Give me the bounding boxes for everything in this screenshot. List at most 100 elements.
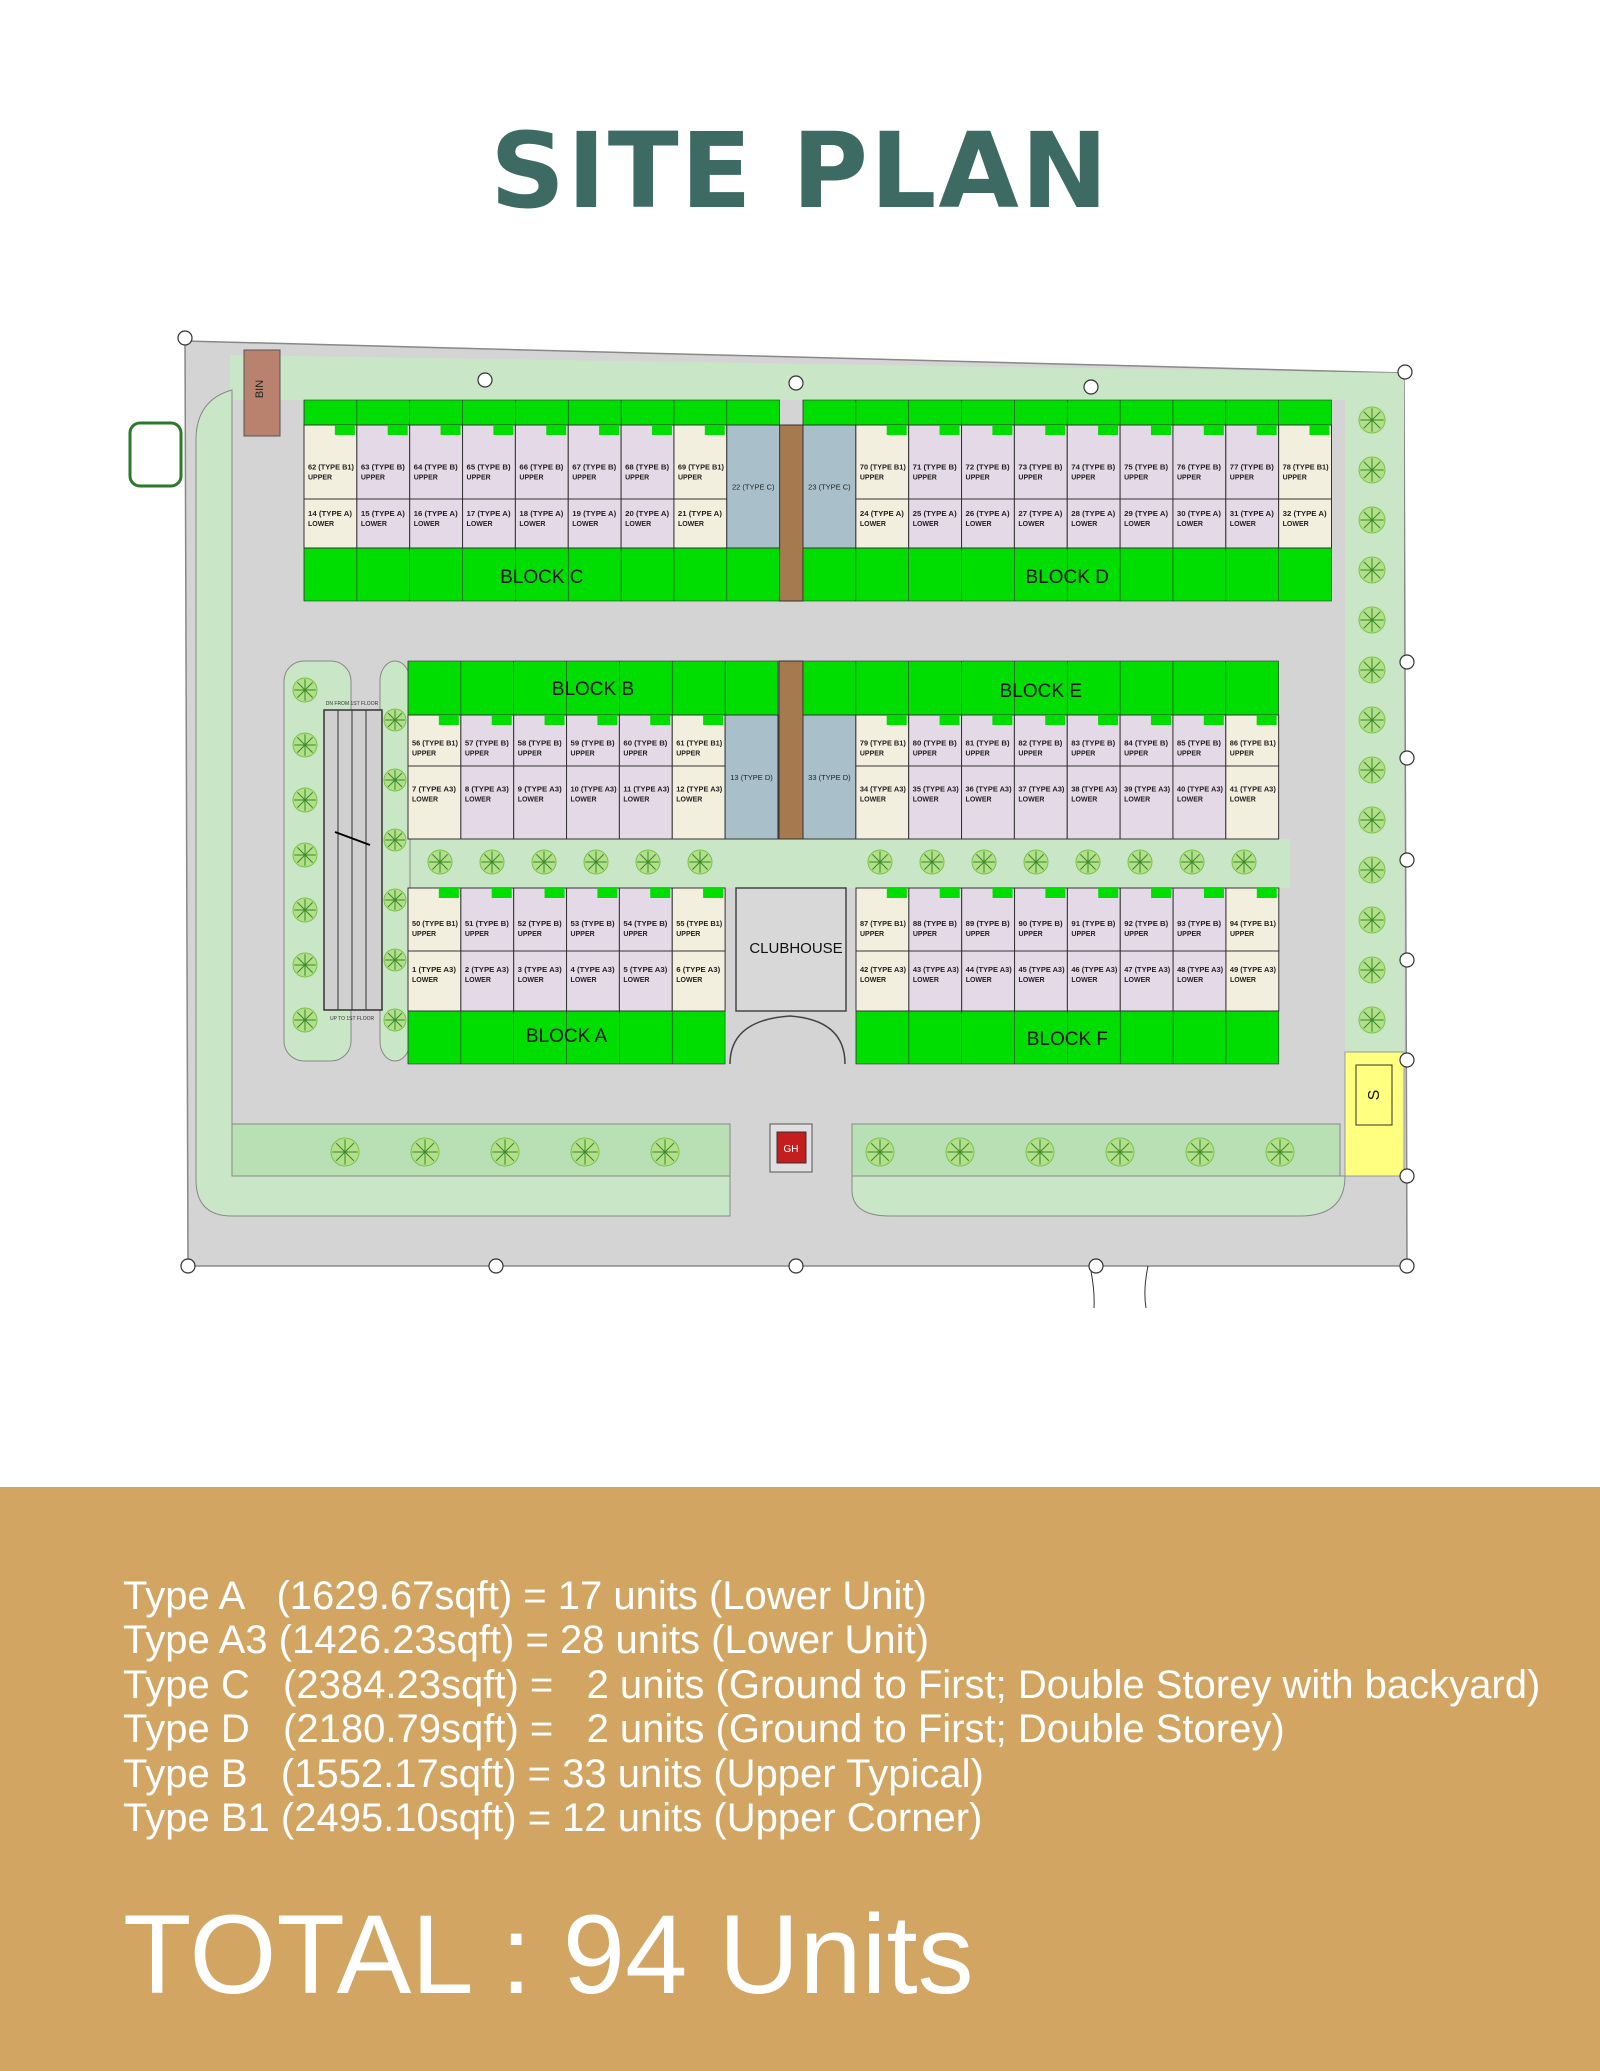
tree-branch <box>588 861 597 870</box>
unit-upper <box>1278 424 1333 500</box>
unit-upper-label: 70 (TYPE B1) <box>860 464 906 471</box>
tree-branch <box>394 839 403 848</box>
tree-icon <box>490 1137 520 1167</box>
tree-branch <box>1035 861 1044 870</box>
unit-upper-label: 83 (TYPE B) <box>1071 741 1115 748</box>
unit-lower-label: 4 (TYPE A3) <box>571 967 615 974</box>
unit-lower-label: 48 (TYPE A3) <box>1177 967 1223 974</box>
unit-upper-label: 62 (TYPE B1) <box>308 464 354 471</box>
tree-icon <box>383 888 407 912</box>
tree-icon <box>1023 849 1049 875</box>
unit-upper-level: UPPER <box>1019 931 1043 938</box>
unit-lower-label: 21 (TYPE A) <box>678 511 722 518</box>
tree-branch <box>655 1142 666 1153</box>
tree-branch <box>1371 1019 1381 1029</box>
unit-upper-level: UPPER <box>412 931 436 938</box>
unit-lower-label: 41 (TYPE A3) <box>1230 787 1276 794</box>
unit-upper-level: UPPER <box>623 931 647 938</box>
tree-branch <box>1030 1151 1041 1162</box>
tree-icon <box>479 849 505 875</box>
unit-upper <box>908 887 963 952</box>
unit-notch <box>597 715 618 725</box>
tree-branch <box>432 861 441 870</box>
tree-branch <box>1363 869 1373 879</box>
unit-upper-level: UPPER <box>1230 474 1254 481</box>
tree-branch <box>1236 861 1245 870</box>
trees <box>292 406 1386 1167</box>
unit-upper-level: UPPER <box>1124 931 1148 938</box>
unit-lower <box>1066 498 1121 549</box>
unit-lower-level: LOWER <box>465 797 491 804</box>
tree-icon <box>1358 856 1386 884</box>
tree-icon <box>1185 1137 1215 1167</box>
tree-branch <box>304 902 313 911</box>
survey-marker-icon <box>1399 852 1415 868</box>
tree-icon <box>292 842 318 868</box>
tree-branch <box>1190 1142 1201 1153</box>
unit-upper <box>618 887 673 952</box>
tree-branch <box>387 952 396 961</box>
tree-branch <box>1243 854 1252 863</box>
unit-lower-level: LOWER <box>860 977 886 984</box>
unit-upper-label: 59 (TYPE B) <box>571 741 615 748</box>
unit-lower-label: 47 (TYPE A3) <box>1124 967 1170 974</box>
unit-upper <box>855 424 910 500</box>
unit-notch <box>992 715 1013 725</box>
unit-type-d <box>802 714 857 840</box>
tree-icon <box>1231 849 1257 875</box>
unit-notch <box>939 715 960 725</box>
unit-notch <box>491 715 512 725</box>
tree-branch <box>387 839 396 848</box>
unit-lower-label: 29 (TYPE A) <box>1124 511 1168 518</box>
unit-notch <box>1203 715 1224 725</box>
tree-branch <box>1363 969 1373 979</box>
unit-lower <box>1225 950 1280 1012</box>
tree-icon <box>1358 756 1386 784</box>
unit-lower-label: 46 (TYPE A3) <box>1071 967 1117 974</box>
unit-upper-level: UPPER <box>518 931 542 938</box>
unit-upper-label: 77 (TYPE B) <box>1230 464 1274 471</box>
unit-upper <box>908 424 963 500</box>
unit-notch <box>703 888 724 898</box>
tree-branch <box>1363 769 1373 779</box>
unit-notch <box>886 425 907 435</box>
unit-lower-level: LOWER <box>1283 521 1309 528</box>
tree-branch <box>1363 461 1373 471</box>
unit-notch <box>546 425 567 435</box>
tree-branch <box>304 909 313 918</box>
unit-upper-label: 72 (TYPE B) <box>966 464 1010 471</box>
tree-icon <box>1358 556 1386 584</box>
tree-branch <box>1371 719 1381 729</box>
tree-branch <box>1363 611 1373 621</box>
tree-branch <box>394 772 403 781</box>
page-title: SITE PLAN <box>490 110 1110 232</box>
tree-icon <box>292 787 318 813</box>
unit-lower-label: 19 (TYPE A) <box>572 511 616 518</box>
unit-upper-label: 61 (TYPE B1) <box>676 741 722 748</box>
site-plan-map: DN FROM 1ST FLOOR UP TO 1ST FLOOR 62 (TY… <box>128 330 1415 1309</box>
tree-branch <box>692 861 701 870</box>
tree-branch <box>335 1151 346 1162</box>
survey-markers <box>177 330 1415 1274</box>
tree-icon <box>383 828 407 852</box>
unit-lower-level: LOWER <box>966 977 992 984</box>
unit-upper <box>1119 887 1174 952</box>
unit-legend-panel <box>0 1487 1600 2071</box>
tree-branch <box>647 861 656 870</box>
unit-lower-level: LOWER <box>913 521 939 528</box>
unit-notch <box>334 425 355 435</box>
tree-branch <box>415 1142 426 1153</box>
unit-lower-level: LOWER <box>966 797 992 804</box>
tree-branch <box>1371 461 1381 471</box>
unit-lower-label: 9 (TYPE A3) <box>518 787 562 794</box>
unit-lower-label: 37 (TYPE A3) <box>1018 787 1064 794</box>
tree-branch <box>879 1151 890 1162</box>
unit-upper-label: 91 (TYPE B) <box>1071 921 1115 928</box>
unit-lower-label: 32 (TYPE A) <box>1283 511 1327 518</box>
survey-marker-icon <box>1399 750 1415 766</box>
unit-upper-label: 67 (TYPE B) <box>572 464 616 471</box>
block-green-bottom <box>303 547 780 602</box>
unit-lower <box>961 498 1015 549</box>
unit-upper <box>618 714 673 767</box>
unit-label: 13 (TYPE D) <box>730 773 773 782</box>
